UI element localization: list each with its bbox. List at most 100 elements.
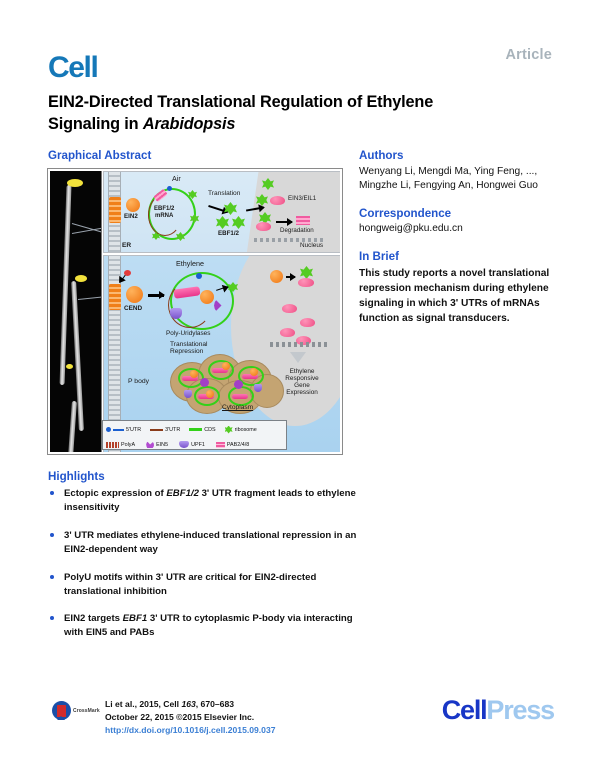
ethylene-condition-panel: Ethylene CEND Poly-Uridylases Translatio… [103,255,340,452]
mrna-3utr-tail [168,282,212,328]
legend-item-3utr: 3'UTR [150,427,180,433]
line-icon [150,428,164,431]
degradation-arrow [276,218,293,226]
sequestered-mrna [194,386,220,406]
figure-legend: 5'UTR 3'UTR CDS ribosome [102,420,287,450]
page-title: EIN2-Directed Translational Regulation o… [48,92,548,135]
responsive-line1: Ethylene [289,368,315,375]
ein3-eil1-protein [270,196,285,205]
pab-protein [182,376,198,381]
responsive-line3: Gene [294,382,310,390]
in-brief-heading: In Brief [359,250,399,263]
ein2-protein [126,198,140,212]
figure-label-cend: CEND [124,305,143,312]
citation-block: Li et al., 2015, Cell 163, 670–683 Octob… [105,698,276,737]
cend-in-p-body [222,362,230,370]
highlight-text-pre: PolyU motifs within 3' UTR are critical … [64,571,317,597]
figure-label-p-body: P body [128,378,150,385]
figure-label-ebf-mrna: EBF1/2 mRNA [154,206,174,219]
seedling-photo-strip [50,171,102,452]
ein5-exoribonuclease [214,299,222,312]
responsive-line2: Responsive [285,375,319,383]
ein3-eil1-protein [298,278,314,287]
legend-item-polya: PolyA [106,441,135,448]
figure-label-degradation: Degradation [280,227,314,234]
legend-label: EIN5 [156,441,169,448]
legend-item-ribosome: ribosome [224,425,257,434]
bullet-icon [50,532,54,537]
list-item: Ectopic expression of EBF1/2 3' UTR frag… [48,487,358,515]
responsive-line4: Expression [286,389,318,397]
repression-line2: Repression [170,348,204,356]
legend-item-upf1: UPF1 [179,441,205,448]
cell-press-press: Press [486,695,555,725]
figure-label-ethylene: Ethylene [176,259,204,268]
figure-label-responsive-genes: Ethylene Responsive Gene Expression [274,368,330,396]
legend-item-5utr: 5'UTR [106,427,141,433]
cell-journal-logo: Cell [48,51,99,84]
pab-protein [232,394,248,399]
correspondence-heading: Correspondence [359,207,452,220]
list-item: 3' UTR mediates ethylene-induced transla… [48,529,358,557]
ein3-eil1-protein [256,222,271,231]
in-brief-text: This study reports a novel translational… [359,268,550,325]
bullet-icon [50,491,54,495]
gene-expression-arrow [290,352,306,363]
cend-translocation-arrow [148,291,165,299]
crossmark-icon[interactable] [52,701,71,720]
sequestered-mrna [238,366,264,386]
figure-label-ebf12: EBF1/2 [218,230,239,237]
title-species: Arabidopsis [142,114,236,133]
citation-volume: 163 [181,699,196,709]
highlights-heading: Highlights [48,470,105,483]
ein5-in-p-body [200,378,209,387]
upf1-in-p-body [184,390,192,398]
dna-strand [254,238,326,242]
mrna-label-line1: EBF1/2 [154,206,175,212]
ribosome [152,232,160,240]
figure-label-ein2: EIN2 [124,213,138,220]
legend-row-1: 5'UTR 3'UTR CDS ribosome [106,424,283,436]
polya-icon [106,441,119,448]
ribosome [190,214,199,223]
ethylene-receptor [108,197,121,223]
authors-line-1: Wenyang Li, Mengdi Ma, Ying Feng, ..., [359,166,538,177]
highlight-text-pre: Ectopic expression of [64,488,167,499]
ethylene-gas-molecule [124,270,131,276]
seedling-hypocotyl [59,184,72,386]
ethylene-binding-arrow [119,274,126,283]
seedling-root [68,400,77,452]
seedling-cotyledon [66,364,73,369]
ein3-eil1-protein [282,304,297,313]
figure-label-er: ER [122,242,132,249]
ein2-cend-fragment [126,286,143,303]
legend-label: PAB2/4/8 [226,441,250,448]
legend-item-cds: CDS [189,427,216,433]
highlight-text-post: 3' UTR fragment leads to ethylene insens… [64,488,356,513]
upf1-in-p-body [254,384,262,392]
ribosome [228,282,238,292]
correspondence-email[interactable]: hongweig@pku.edu.cn [359,223,463,234]
degraded-fragments [296,216,310,225]
air-condition-panel: EIN2 Air EBF1/2 mRNA Translation [103,171,340,253]
legend-label: 5'UTR [126,426,142,433]
authors-list: Wenyang Li, Mengdi Ma, Ying Feng, ..., M… [359,165,559,193]
figure-label-translation: Translation [208,190,241,197]
authors-line-2: Mingzhe Li, Fengying An, Hongwei Guo [359,180,538,192]
list-item: EIN2 targets EBF1 3' UTR to cytoplasmic … [48,612,358,640]
line-icon [113,428,124,431]
citation-line-1-pre: Li et al., 2015, Cell [105,699,182,709]
graphical-abstract-figure: EIN2 Air EBF1/2 mRNA Translation [47,168,343,455]
legend-item-pab: PAB2/4/8 [215,441,250,448]
highlight-gene: EBF1 [122,613,148,625]
doi-link[interactable]: http://dx.doi.org/10.1016/j.cell.2015.09… [105,724,276,735]
crossmark-glyph [57,704,66,720]
repression-line1: Translational [170,341,208,348]
figure-label-ein3-eil1: EIN3/EIL1 [288,195,317,202]
cend-in-p-body [190,370,198,378]
seedling-apical-hook [67,179,83,187]
pab-protein [242,374,258,379]
p-body [166,352,286,416]
citation-line-2: October 22, 2015 ©2015 Elsevier Inc. [105,711,255,722]
mrna-5utr-marker [196,273,202,279]
